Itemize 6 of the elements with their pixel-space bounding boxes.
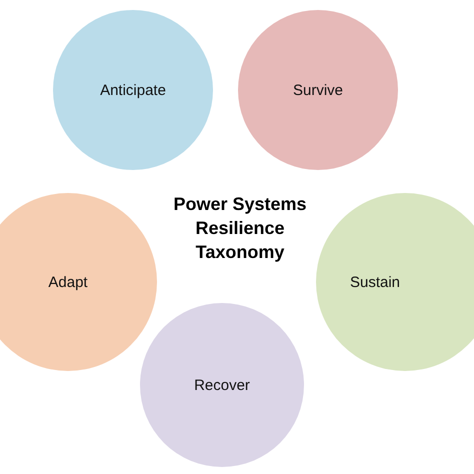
circle-label: Sustain	[350, 274, 400, 290]
circle-label: Recover	[194, 376, 250, 394]
diagram-title: Power Systems Resilience Taxonomy	[172, 193, 308, 264]
circle-label: Adapt	[48, 274, 88, 290]
circle-label: Anticipate	[100, 82, 166, 98]
circle-label: Survive	[292, 82, 344, 98]
